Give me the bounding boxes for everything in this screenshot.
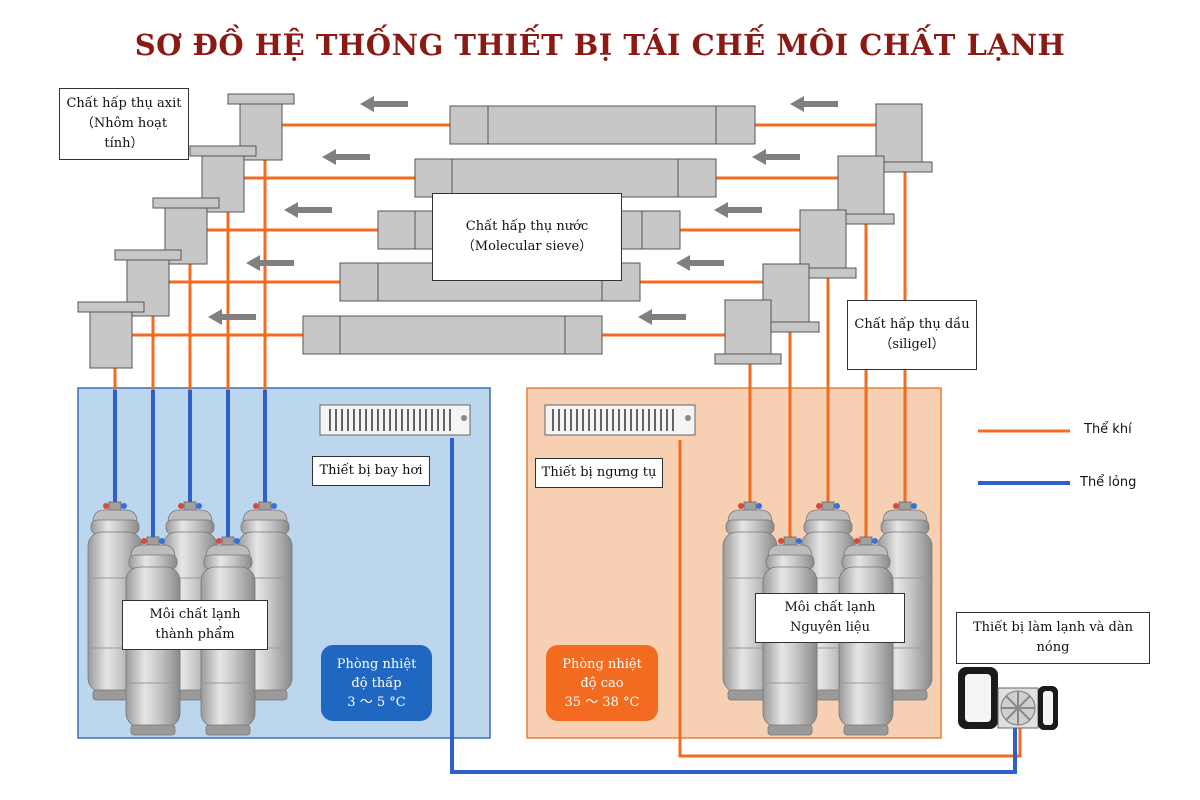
- legend-liquid-label: Thể lỏng: [1080, 475, 1137, 490]
- product-refrigerant-label: Môi chất lạnh thành phẩm: [122, 600, 268, 650]
- condenser-coil-icon: [544, 404, 696, 436]
- liquid-lines: [113, 390, 1017, 774]
- cooling-unit-icon: [958, 667, 1058, 730]
- low-temp-room-badge: Phòng nhiệt độ thấp 3 ～ 5 °C: [321, 645, 432, 721]
- cooling-unit-label: Thiết bị làm lạnh và dàn nóng: [956, 612, 1150, 664]
- condenser-label: Thiết bị ngưng tụ: [535, 458, 663, 488]
- evaporator-coil-icon: [319, 404, 471, 436]
- acid-absorber-columns: [77, 93, 295, 369]
- page-title: SƠ ĐỒ HỆ THỐNG THIẾT BỊ TÁI CHẾ MÔI CHẤT…: [134, 28, 1066, 62]
- oil-absorber-label: Chất hấp thụ dầu （siligel）: [847, 300, 977, 370]
- legend-gas-label: Thể khí: [1084, 422, 1132, 437]
- oil-absorber-columns: [714, 103, 933, 365]
- evaporator-label: Thiết bị bay hơi: [312, 456, 430, 486]
- raw-refrigerant-label: Môi chất lạnh Nguyên liệu: [755, 593, 905, 643]
- flow-arrow-icons: [208, 96, 838, 325]
- acid-absorber-label: Chất hấp thụ axit （Nhôm hoạt tính）: [59, 88, 189, 160]
- water-absorber-label: Chất hấp thụ nước （Molecular sieve）: [432, 193, 622, 281]
- high-temp-room-badge: Phòng nhiệt độ cao 35 ～ 38 °C: [546, 645, 658, 721]
